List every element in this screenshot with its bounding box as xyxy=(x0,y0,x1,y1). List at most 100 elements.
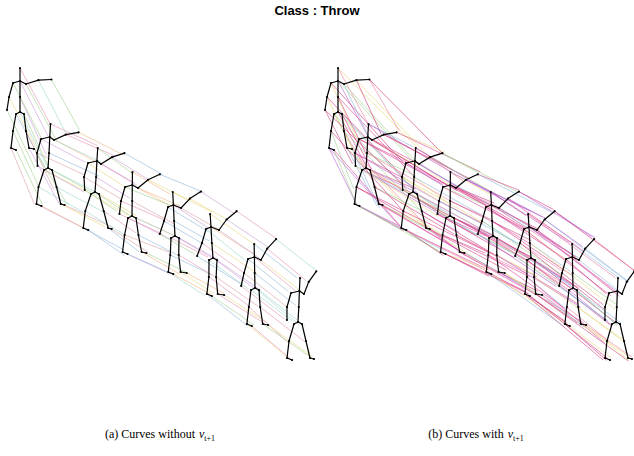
skeleton-joint xyxy=(254,272,256,274)
trajectory-curve xyxy=(267,249,306,281)
trajectory-curve xyxy=(83,228,123,250)
skeleton-bone xyxy=(616,291,618,307)
skeleton-bone xyxy=(119,201,121,214)
skeleton-bone xyxy=(414,148,416,161)
trajectory-curve xyxy=(237,211,277,239)
skeleton-joint xyxy=(617,277,619,279)
skeleton-bone xyxy=(356,170,362,187)
skeleton-bone xyxy=(254,257,255,273)
skeleton-joint xyxy=(541,294,543,296)
panel-caption: (b) Curves withvt+1 xyxy=(428,427,523,443)
trajectory-curve xyxy=(430,229,507,270)
skeleton-joint xyxy=(308,281,310,283)
skeleton-joint xyxy=(179,271,181,273)
trajectory-curve xyxy=(570,326,612,358)
skeleton-bone xyxy=(190,192,201,199)
skeleton-joint xyxy=(524,293,526,295)
skeleton-joint xyxy=(330,82,332,84)
skeleton-bone xyxy=(241,273,244,286)
skeleton-joint xyxy=(78,131,80,133)
trajectory-curve xyxy=(268,325,312,357)
skeleton-joint xyxy=(131,184,133,186)
skeleton-joint xyxy=(173,220,175,222)
skeleton-joint xyxy=(536,229,538,231)
skeleton-joint xyxy=(258,289,260,291)
skeleton-joint xyxy=(217,293,219,295)
trajectory-curve xyxy=(146,253,189,274)
skeleton-bone xyxy=(456,235,459,252)
skeleton-bone xyxy=(291,291,299,293)
skeleton-bone xyxy=(454,218,456,235)
skeleton-joint xyxy=(378,203,380,205)
skeleton-bone xyxy=(138,235,141,252)
skeleton-joint xyxy=(218,229,220,231)
skeleton-joint xyxy=(368,78,370,80)
trajectory-curve xyxy=(368,137,418,163)
trajectory-curve xyxy=(442,153,517,191)
skeleton-joint xyxy=(529,295,531,297)
skeleton-joint xyxy=(366,152,368,154)
skeleton-joint xyxy=(415,147,417,149)
trajectory-curve xyxy=(488,255,528,274)
skeleton-joint xyxy=(301,323,303,325)
skeleton-joint xyxy=(19,67,21,69)
skeleton-joint xyxy=(578,259,580,261)
trajectory-curve xyxy=(85,211,123,234)
skeleton-joint xyxy=(189,197,191,199)
trajectory-curve xyxy=(138,188,180,206)
skeleton-joint xyxy=(576,289,578,291)
skeleton-joint xyxy=(253,243,255,245)
trajectory-curve xyxy=(212,243,258,274)
skeleton-joint xyxy=(580,323,582,325)
trajectory-curve xyxy=(41,139,85,162)
trajectory-curve xyxy=(259,290,305,326)
panel-caption: (a) Curves withoutvt+1 xyxy=(105,427,215,443)
trajectory-curve xyxy=(65,205,114,228)
trajectory-curve xyxy=(537,230,576,258)
skeleton-joint xyxy=(121,251,123,253)
skeleton-bone xyxy=(384,132,397,134)
skeleton-joint xyxy=(405,229,407,231)
skeleton-bone xyxy=(216,260,218,277)
skeleton-bone xyxy=(422,211,426,228)
skeleton-bone xyxy=(132,185,133,201)
skeleton-joint xyxy=(333,149,335,151)
skeleton-bone xyxy=(210,227,212,243)
skeleton-joint xyxy=(298,306,300,308)
trajectory-curve xyxy=(247,324,288,357)
skeleton-bone xyxy=(261,249,267,260)
skeleton-bone xyxy=(325,97,327,110)
skeleton-bone xyxy=(249,290,251,307)
skeleton-joint xyxy=(247,258,249,260)
skeleton-bone xyxy=(520,229,524,243)
trajectory-curve xyxy=(174,221,209,241)
skeleton-joint xyxy=(15,149,17,151)
skeleton-joint xyxy=(414,160,416,162)
trajectory-curve xyxy=(594,239,634,273)
skeleton-bone xyxy=(491,205,493,221)
trajectory-curve xyxy=(536,294,628,361)
skeleton-joint xyxy=(565,258,567,260)
skeleton-joint xyxy=(243,272,245,274)
trajectory-curve xyxy=(20,112,47,167)
skeleton-joint xyxy=(286,357,288,359)
skeleton-joint xyxy=(354,152,356,154)
skeleton-bone xyxy=(19,68,20,81)
skeleton-bone xyxy=(211,227,219,230)
skeleton-joint xyxy=(615,321,617,323)
skeleton-bone xyxy=(530,243,531,258)
skeleton-joint xyxy=(566,306,568,308)
trajectory-curve xyxy=(403,211,441,234)
skeleton-joint xyxy=(159,233,161,235)
skeleton-joint xyxy=(441,152,443,154)
trajectory-curve xyxy=(573,273,617,305)
skeleton-bone xyxy=(160,221,164,234)
skeleton-bone xyxy=(66,132,79,134)
trajectory-curve xyxy=(446,218,491,238)
skeleton-joint xyxy=(519,242,521,244)
skeleton-joint xyxy=(124,186,126,188)
trajectory-curve xyxy=(252,326,293,361)
skeleton-joint xyxy=(23,113,25,115)
trajectory-curve xyxy=(160,234,195,254)
skeleton-joint xyxy=(445,217,447,219)
